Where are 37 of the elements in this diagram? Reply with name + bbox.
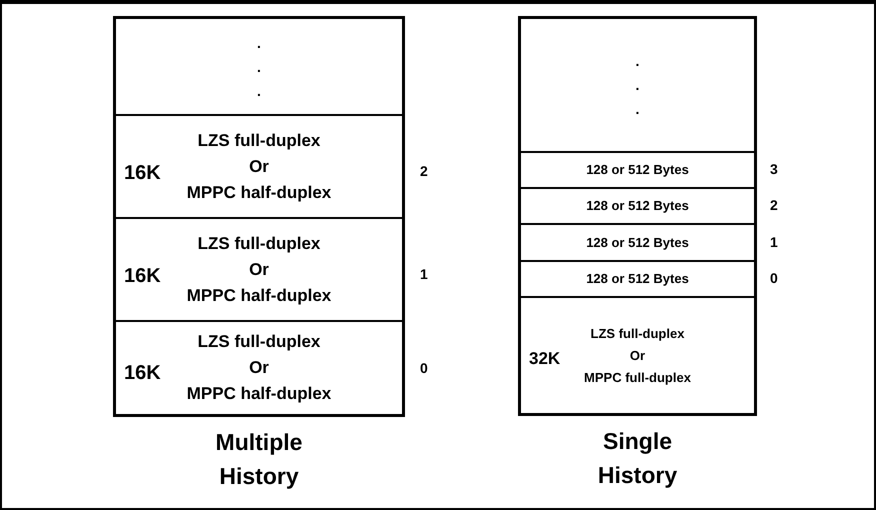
- memory-stack: [518, 16, 757, 416]
- slot-label: MPPC full-duplex: [584, 368, 691, 387]
- slot-size: 16K: [124, 160, 161, 186]
- slot-index: 2: [770, 196, 778, 215]
- ellipsis-dot: .: [636, 100, 640, 119]
- slot-size: 16K: [124, 264, 161, 288]
- slot-index: 3: [770, 160, 778, 179]
- slot-index: 1: [420, 265, 428, 284]
- slot-label: LZS full-duplex: [198, 331, 320, 353]
- stack-title: Multiple History: [214, 428, 304, 491]
- slot-label: Or: [249, 156, 269, 178]
- stack-title: Single History: [596, 427, 678, 490]
- slot-label: LZS full-duplex: [198, 130, 320, 152]
- slot-label: MPPC half-duplex: [186, 383, 332, 405]
- slot-label: Or: [630, 346, 646, 364]
- slot-label: LZS full-duplex: [590, 324, 684, 343]
- slot-index: 1: [770, 233, 778, 252]
- slot-index: 0: [770, 269, 778, 288]
- slot-index: 2: [420, 162, 428, 181]
- slot-label: MPPC half-duplex: [186, 182, 332, 204]
- slot-label: Or: [249, 258, 269, 280]
- ellipsis-dot: .: [636, 76, 640, 95]
- slot-label: 128 or 512 Bytes: [586, 197, 689, 216]
- memory-stack: [113, 16, 405, 417]
- slot-label: MPPC half-duplex: [186, 284, 332, 306]
- ellipsis-dot: .: [257, 58, 261, 76]
- slot-label: 128 or 512 Bytes: [586, 234, 689, 252]
- slot-label: Or: [249, 357, 269, 379]
- slot-label: 128 or 512 Bytes: [586, 270, 689, 288]
- ellipsis-dot: .: [257, 34, 261, 52]
- ellipsis-dot: .: [636, 52, 640, 71]
- ellipsis-dot: .: [257, 82, 261, 100]
- slot-label: LZS full-duplex: [198, 232, 320, 254]
- slot-size: 16K: [124, 361, 161, 386]
- slot-index: 0: [420, 359, 428, 378]
- slot-label: 128 or 512 Bytes: [586, 161, 689, 180]
- slot-size: 32K: [529, 348, 560, 370]
